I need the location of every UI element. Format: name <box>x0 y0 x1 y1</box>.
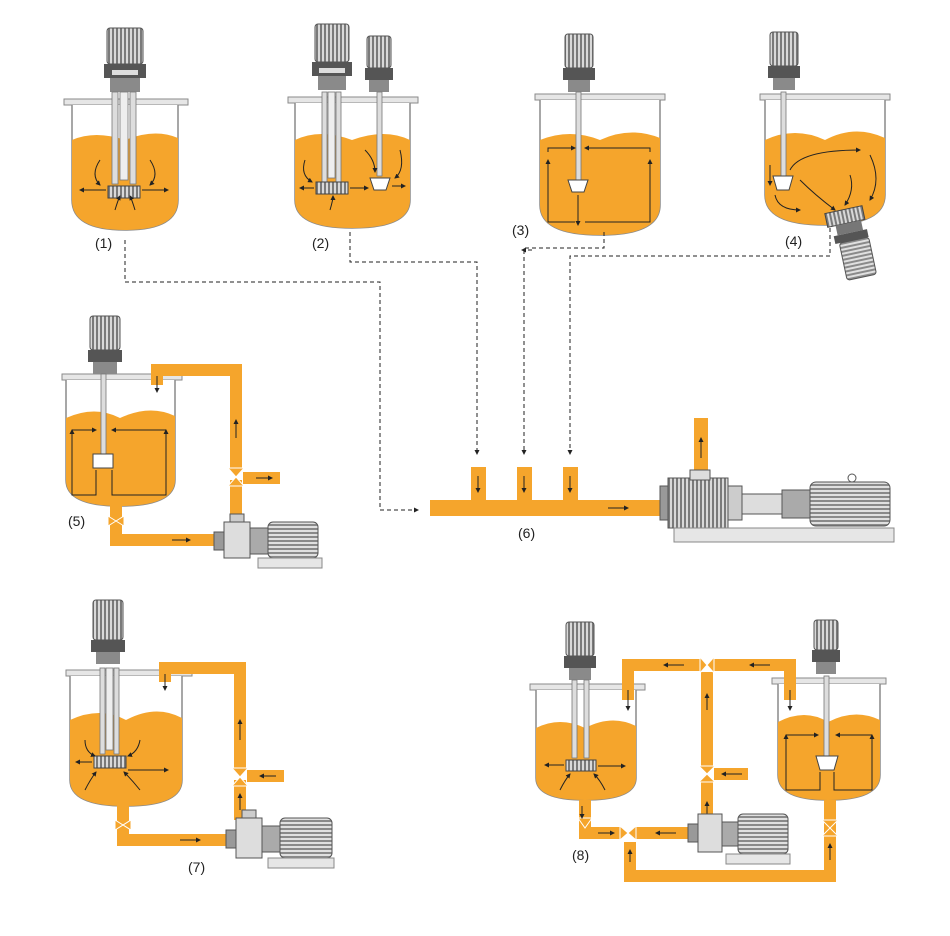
motor-icon <box>104 27 146 92</box>
motor-icon <box>91 599 125 664</box>
tank-lid <box>287 96 419 104</box>
connector-3-to-6 <box>521 232 605 455</box>
liquid <box>295 134 410 228</box>
manifold-6: (6) <box>430 418 895 543</box>
high-shear-head <box>565 759 597 772</box>
mixer-1: (1) <box>63 27 189 251</box>
connector-2-to-6 <box>349 232 480 455</box>
tank-lid <box>534 93 666 101</box>
motor-icon <box>564 621 596 680</box>
right-return-pipe <box>714 659 796 700</box>
valve-icon <box>619 824 637 842</box>
manifold-pipe <box>430 500 660 516</box>
valve-icon <box>820 819 840 837</box>
shaft <box>575 91 582 183</box>
valve-icon <box>699 655 715 675</box>
inline-mixer <box>659 469 895 543</box>
label-manifold-6: (6) <box>518 525 535 541</box>
mixer-4: (4) <box>759 31 891 281</box>
flow-arrow-icon <box>162 674 276 843</box>
pump-icon <box>687 813 791 865</box>
valve-icon <box>697 765 717 783</box>
motor-icon <box>88 315 122 374</box>
mixer-8: (8) <box>529 619 887 882</box>
impeller <box>92 453 114 469</box>
mixer-3: (3) <box>512 33 666 238</box>
liquid <box>540 132 660 235</box>
pump-icon <box>213 513 323 569</box>
flow-arrows <box>783 732 875 791</box>
label-mixer-8: (8) <box>572 847 589 863</box>
valve-icon <box>230 767 250 787</box>
liquid <box>765 131 885 225</box>
high-shear-head <box>93 755 127 769</box>
label-mixer-5: (5) <box>68 513 85 529</box>
flow-arrows <box>767 147 877 213</box>
liquid <box>66 410 175 506</box>
impeller <box>815 755 839 771</box>
flow-arrows <box>69 427 169 496</box>
motor-icon <box>563 33 595 92</box>
label-mixer-3: (3) <box>512 222 529 238</box>
bottom-high-shear-unit <box>824 205 877 281</box>
label-mixer-2: (2) <box>312 235 329 251</box>
flow-arrows <box>79 159 169 211</box>
tank-lid <box>759 93 891 101</box>
valve-icon <box>114 819 132 831</box>
high-shear-head <box>315 181 349 195</box>
connector-1-to-6 <box>124 240 419 513</box>
motor-icon <box>812 619 840 674</box>
base-frame <box>673 527 895 543</box>
shaft <box>780 91 787 177</box>
high-shear-head <box>107 185 141 199</box>
pump-icon <box>225 809 335 869</box>
suction-pipe <box>110 505 215 546</box>
suction-pipe <box>117 805 228 846</box>
motor-icon <box>365 35 393 92</box>
motor-icon <box>809 481 891 527</box>
label-mixer-4: (4) <box>785 233 802 249</box>
valve-icon <box>577 817 593 829</box>
mixer-5: (5) <box>61 315 323 569</box>
impeller <box>772 175 794 191</box>
label-mixer-7: (7) <box>188 859 205 875</box>
flow-arrows <box>299 149 406 211</box>
flow-arrows <box>75 739 169 791</box>
valve-icon <box>226 467 246 487</box>
flow-arrow-icon <box>154 376 273 543</box>
label-mixer-1: (1) <box>95 235 112 251</box>
motor-icon <box>839 237 877 281</box>
impeller <box>369 177 391 191</box>
left-suction-pipe <box>579 800 620 839</box>
flow-arrow-icon <box>579 662 833 862</box>
mixer-7: (7) <box>65 599 335 875</box>
mixer-2: (2) <box>287 23 419 251</box>
flow-arrows <box>544 762 626 791</box>
connector-4-to-6 <box>567 228 831 455</box>
shaft <box>111 91 119 185</box>
liquid <box>72 133 178 230</box>
dashed-connectors <box>124 228 831 513</box>
impeller <box>567 179 589 193</box>
left-return-pipe <box>622 659 700 700</box>
flow-arrow-icon <box>475 476 629 511</box>
motor-icon <box>312 23 352 90</box>
flow-arrows <box>545 145 653 226</box>
valve-icon <box>107 515 125 527</box>
motor-icon <box>768 31 800 90</box>
